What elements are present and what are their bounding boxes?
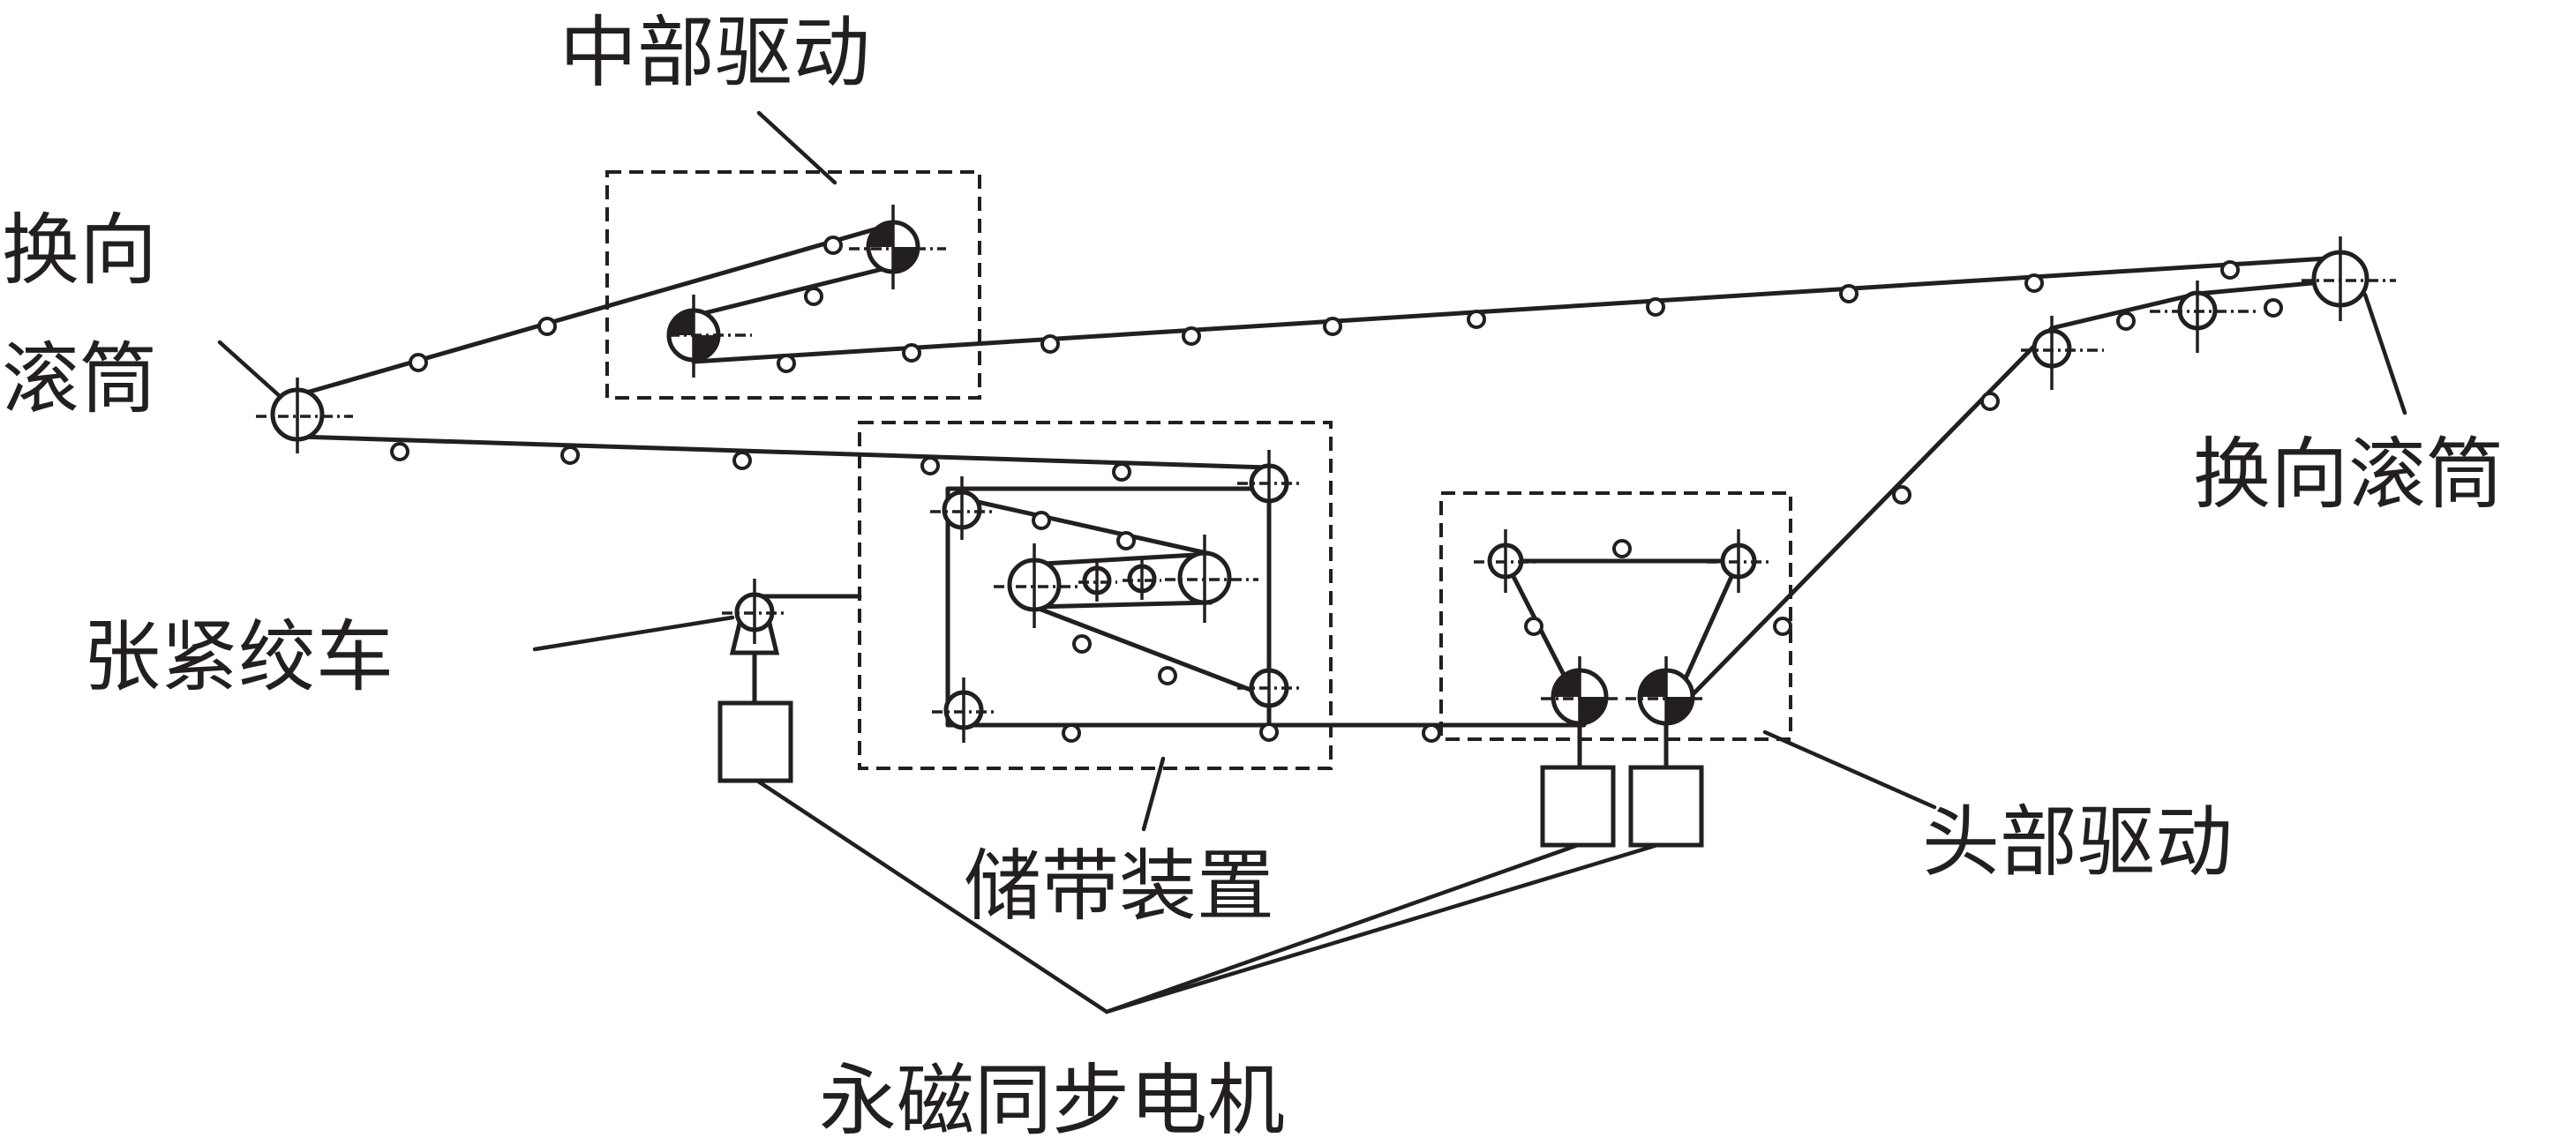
storage-pulley-carriage-mid-2: [1123, 559, 1161, 600]
label-bend-pulley-left-2: 滚筒: [2, 333, 157, 424]
motor-head-right: [1628, 765, 1704, 848]
incline-pulley-2: [2150, 281, 2259, 353]
middle-drive-pulley-lower: [666, 295, 752, 378]
storage-pulley-bottom-right: [1237, 655, 1303, 720]
belt-lines: [295, 221, 2343, 728]
storage-pulley-carriage-mid-1: [1078, 561, 1117, 602]
incline-pulley-1: [2021, 316, 2104, 390]
head-drive-pulley-left: [1541, 656, 1622, 739]
head-drive-pulley-right: [1626, 656, 1707, 739]
storage-pulley-top-right: [1237, 450, 1303, 515]
storage-pulley-top-left: [930, 476, 995, 540]
left-bend-pulley: [256, 378, 353, 453]
idler-rollers: [390, 236, 2283, 743]
motor-shafts: [1577, 723, 1669, 767]
storage-pulley-bottom-left: [932, 677, 997, 743]
head-drive-pulley-top-left: [1474, 529, 1537, 593]
storage-pulley-carriage-left: [994, 543, 1078, 628]
motor-tension-winch: [717, 700, 793, 783]
head-drive-pulley-top-right: [1707, 529, 1772, 593]
middle-drive-pulley-upper: [849, 205, 946, 289]
middle-drive-box: [605, 170, 981, 400]
label-tension-winch: 张紧绞车: [83, 611, 394, 702]
motor-head-left: [1540, 765, 1616, 848]
label-middle-drive: 中部驱动: [560, 7, 870, 98]
label-bend-pulley-left-1: 换向: [2, 205, 157, 296]
tension-winch: [722, 579, 788, 703]
storage-pulley-carriage-right: [1165, 535, 1258, 623]
label-pmsm: 永磁同步电机: [819, 1055, 1285, 1145]
label-head-drive: 头部驱动: [1922, 797, 2233, 887]
label-belt-storage: 储带装置: [964, 841, 1274, 932]
leader-lines: [217, 110, 2407, 1014]
head-drive-box: [1439, 491, 1792, 741]
right-bend-pulley: [2302, 236, 2396, 321]
label-bend-pulley-right: 换向滚筒: [2193, 429, 2504, 520]
